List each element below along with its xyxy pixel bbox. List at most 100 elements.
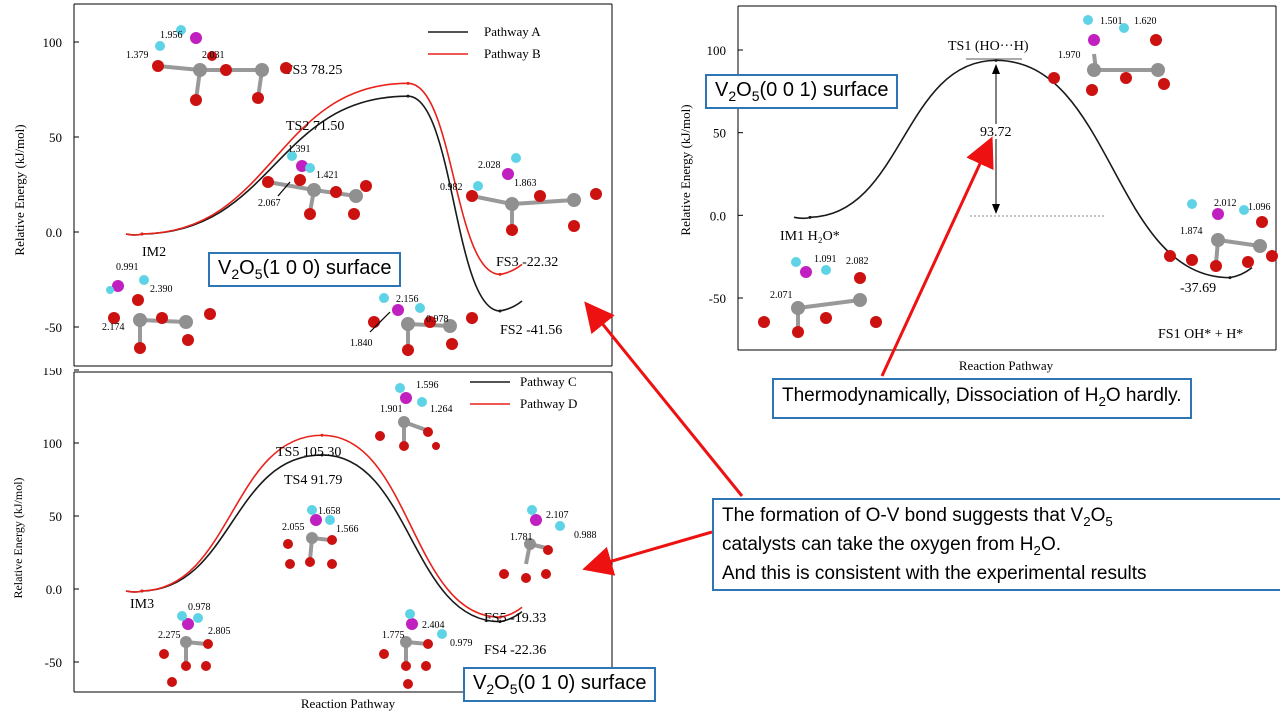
state-label-fs4: FS4 -22.36: [484, 643, 546, 658]
data-point-im2: [140, 232, 144, 236]
svg-text:2.275: 2.275: [158, 630, 181, 641]
state-label-fs3: FS3 -22.32: [496, 255, 558, 270]
svg-text:1.264: 1.264: [430, 404, 453, 415]
formation-note: The formation of O-V bond suggests that …: [712, 498, 1280, 591]
data-point-im3: [140, 589, 144, 593]
surface-label-001: V2O5(0 0 1) surface: [705, 74, 899, 109]
svg-text:2.174: 2.174: [102, 322, 125, 333]
y-tick-label: -50: [45, 320, 62, 335]
svg-text:1.956: 1.956: [160, 30, 183, 41]
y-tick-label: 50: [713, 126, 726, 141]
svg-text:1.421: 1.421: [316, 170, 339, 181]
y-axis-label: Relative Energy (kJ/mol): [12, 124, 27, 255]
state-label-ts4: TS4 91.79: [284, 473, 342, 488]
data-point-fs3: [498, 272, 502, 276]
data-point-fs4: [498, 620, 502, 624]
molecule-ts1-structure: 1.501 1.620 1.970: [1048, 15, 1170, 96]
chart-panel-100: -50 0.0 50 100 Relative Energy (kJ/mol) Pat…: [12, 3, 613, 367]
data-point-ts4: [320, 453, 324, 457]
svg-text:2.805: 2.805: [208, 626, 231, 637]
svg-text:0.978: 0.978: [426, 314, 449, 325]
svg-text:1.596: 1.596: [416, 380, 439, 391]
svg-text:1.863: 1.863: [514, 178, 537, 189]
molecule-fs4-structure: 2.404 1.775 0.979: [379, 609, 473, 689]
y-tick-label: 100: [43, 35, 63, 50]
svg-text:2.082: 2.082: [846, 256, 869, 267]
molecule-ts4-structure: 1.658 2.055 1.566: [282, 505, 359, 569]
svg-text:2.390: 2.390: [150, 284, 173, 295]
svg-text:1.566: 1.566: [336, 524, 359, 535]
state-label-im1: IM1 H₂O*: [780, 229, 840, 244]
y-tick-label: 0.0: [46, 582, 62, 597]
svg-text:2.404: 2.404: [422, 620, 445, 631]
state-label-fs5: FS5 -19.33: [484, 611, 546, 626]
svg-text:2.107: 2.107: [546, 510, 569, 521]
fs1-energy-label: -37.69: [1180, 281, 1216, 296]
y-tick-label: 0.0: [710, 208, 726, 223]
y-tick-label: 50: [49, 509, 62, 524]
state-label-fs2: FS2 -41.56: [500, 323, 562, 338]
molecule-fs2-structure: 2.156 0.978 1.840: [350, 293, 478, 356]
y-tick-label: 100: [707, 43, 727, 58]
molecule-fs3-structure: 0.982 2.028 1.863: [440, 153, 602, 236]
state-label-ts1: TS1 (HO···H): [948, 39, 1029, 54]
svg-text:1.775: 1.775: [382, 630, 405, 641]
svg-text:1.970: 1.970: [1058, 50, 1081, 61]
data-point-fs2: [498, 309, 502, 313]
svg-text:0.982: 0.982: [440, 182, 463, 193]
molecule-fs5-structure: 2.107 1.781 0.988: [499, 505, 597, 583]
state-label-fs1: FS1 OH* + H*: [1158, 327, 1243, 342]
data-point-ts3: [406, 81, 410, 85]
legend-entry-pathway-a: Pathway A: [484, 24, 541, 39]
y-tick-label: -50: [709, 291, 726, 306]
state-label-ts5: TS5 105.30: [276, 445, 341, 460]
x-axis-label: Reaction Pathway: [301, 696, 396, 711]
svg-text:2.071: 2.071: [770, 290, 793, 301]
state-label-ts3: TS3 78.25: [284, 63, 342, 78]
svg-text:1.840: 1.840: [350, 338, 373, 349]
svg-text:1.874: 1.874: [1180, 226, 1203, 237]
data-point-ts2: [406, 94, 410, 98]
legend-entry-pathway-b: Pathway B: [484, 46, 541, 61]
energy-barrier-label: 93.72: [980, 125, 1012, 140]
svg-text:1.091: 1.091: [814, 254, 837, 265]
svg-text:1.620: 1.620: [1134, 16, 1157, 27]
legend-entry-pathway-c: Pathway C: [520, 374, 577, 389]
svg-text:1.901: 1.901: [380, 404, 403, 415]
molecule-im2-structure: 0.991 2.390 2.174: [102, 262, 216, 354]
y-tick-label: 0.0: [46, 225, 62, 240]
state-label-ts2: TS2 71.50: [286, 119, 344, 134]
data-point-fs1-oh-h-: [1228, 276, 1232, 280]
svg-text:2.156: 2.156: [396, 294, 419, 305]
svg-text:0.988: 0.988: [574, 530, 597, 541]
y-tick-label: -50: [45, 655, 62, 670]
molecule-ts5-structure: 1.596 1.901 1.264: [375, 380, 453, 451]
y-tick-label: 50: [49, 130, 62, 145]
molecule-ts3-structure: 1.956 1.379 2.031: [126, 25, 292, 106]
data-point-fs5: [498, 615, 502, 619]
molecule-im1-structure: 1.091 2.082 2.071: [758, 254, 882, 338]
x-axis-label: Reaction Pathway: [959, 358, 1054, 373]
molecule-ts2-structure: 1.391 1.421 2.067: [258, 144, 372, 220]
state-label-im2: IM2: [142, 245, 166, 260]
svg-text:1.781: 1.781: [510, 532, 533, 543]
svg-text:0.991: 0.991: [116, 262, 139, 273]
surface-label-100: V2O5(1 0 0) surface: [208, 252, 402, 287]
thermodynamics-note: Thermodynamically, Dissociation of H2O h…: [772, 378, 1192, 419]
svg-text:2.067: 2.067: [258, 198, 281, 209]
y-tick-label: 100: [43, 436, 63, 451]
data-point-ts5: [320, 433, 324, 437]
legend-entry-pathway-d: Pathway D: [520, 396, 577, 411]
series-line-pathway-d: [125, 434, 523, 619]
svg-text:1.501: 1.501: [1100, 16, 1123, 27]
svg-text:1.379: 1.379: [126, 50, 149, 61]
svg-text:1.391: 1.391: [288, 144, 311, 155]
state-label-im3: IM3: [130, 597, 154, 612]
svg-text:2.055: 2.055: [282, 522, 305, 533]
y-axis-label: Relative Energy (kJ/mol): [11, 477, 25, 598]
svg-text:1.096: 1.096: [1248, 202, 1271, 213]
molecule-im3-structure: 0.978 2.275 2.805: [158, 602, 231, 687]
svg-text:0.978: 0.978: [188, 602, 211, 613]
